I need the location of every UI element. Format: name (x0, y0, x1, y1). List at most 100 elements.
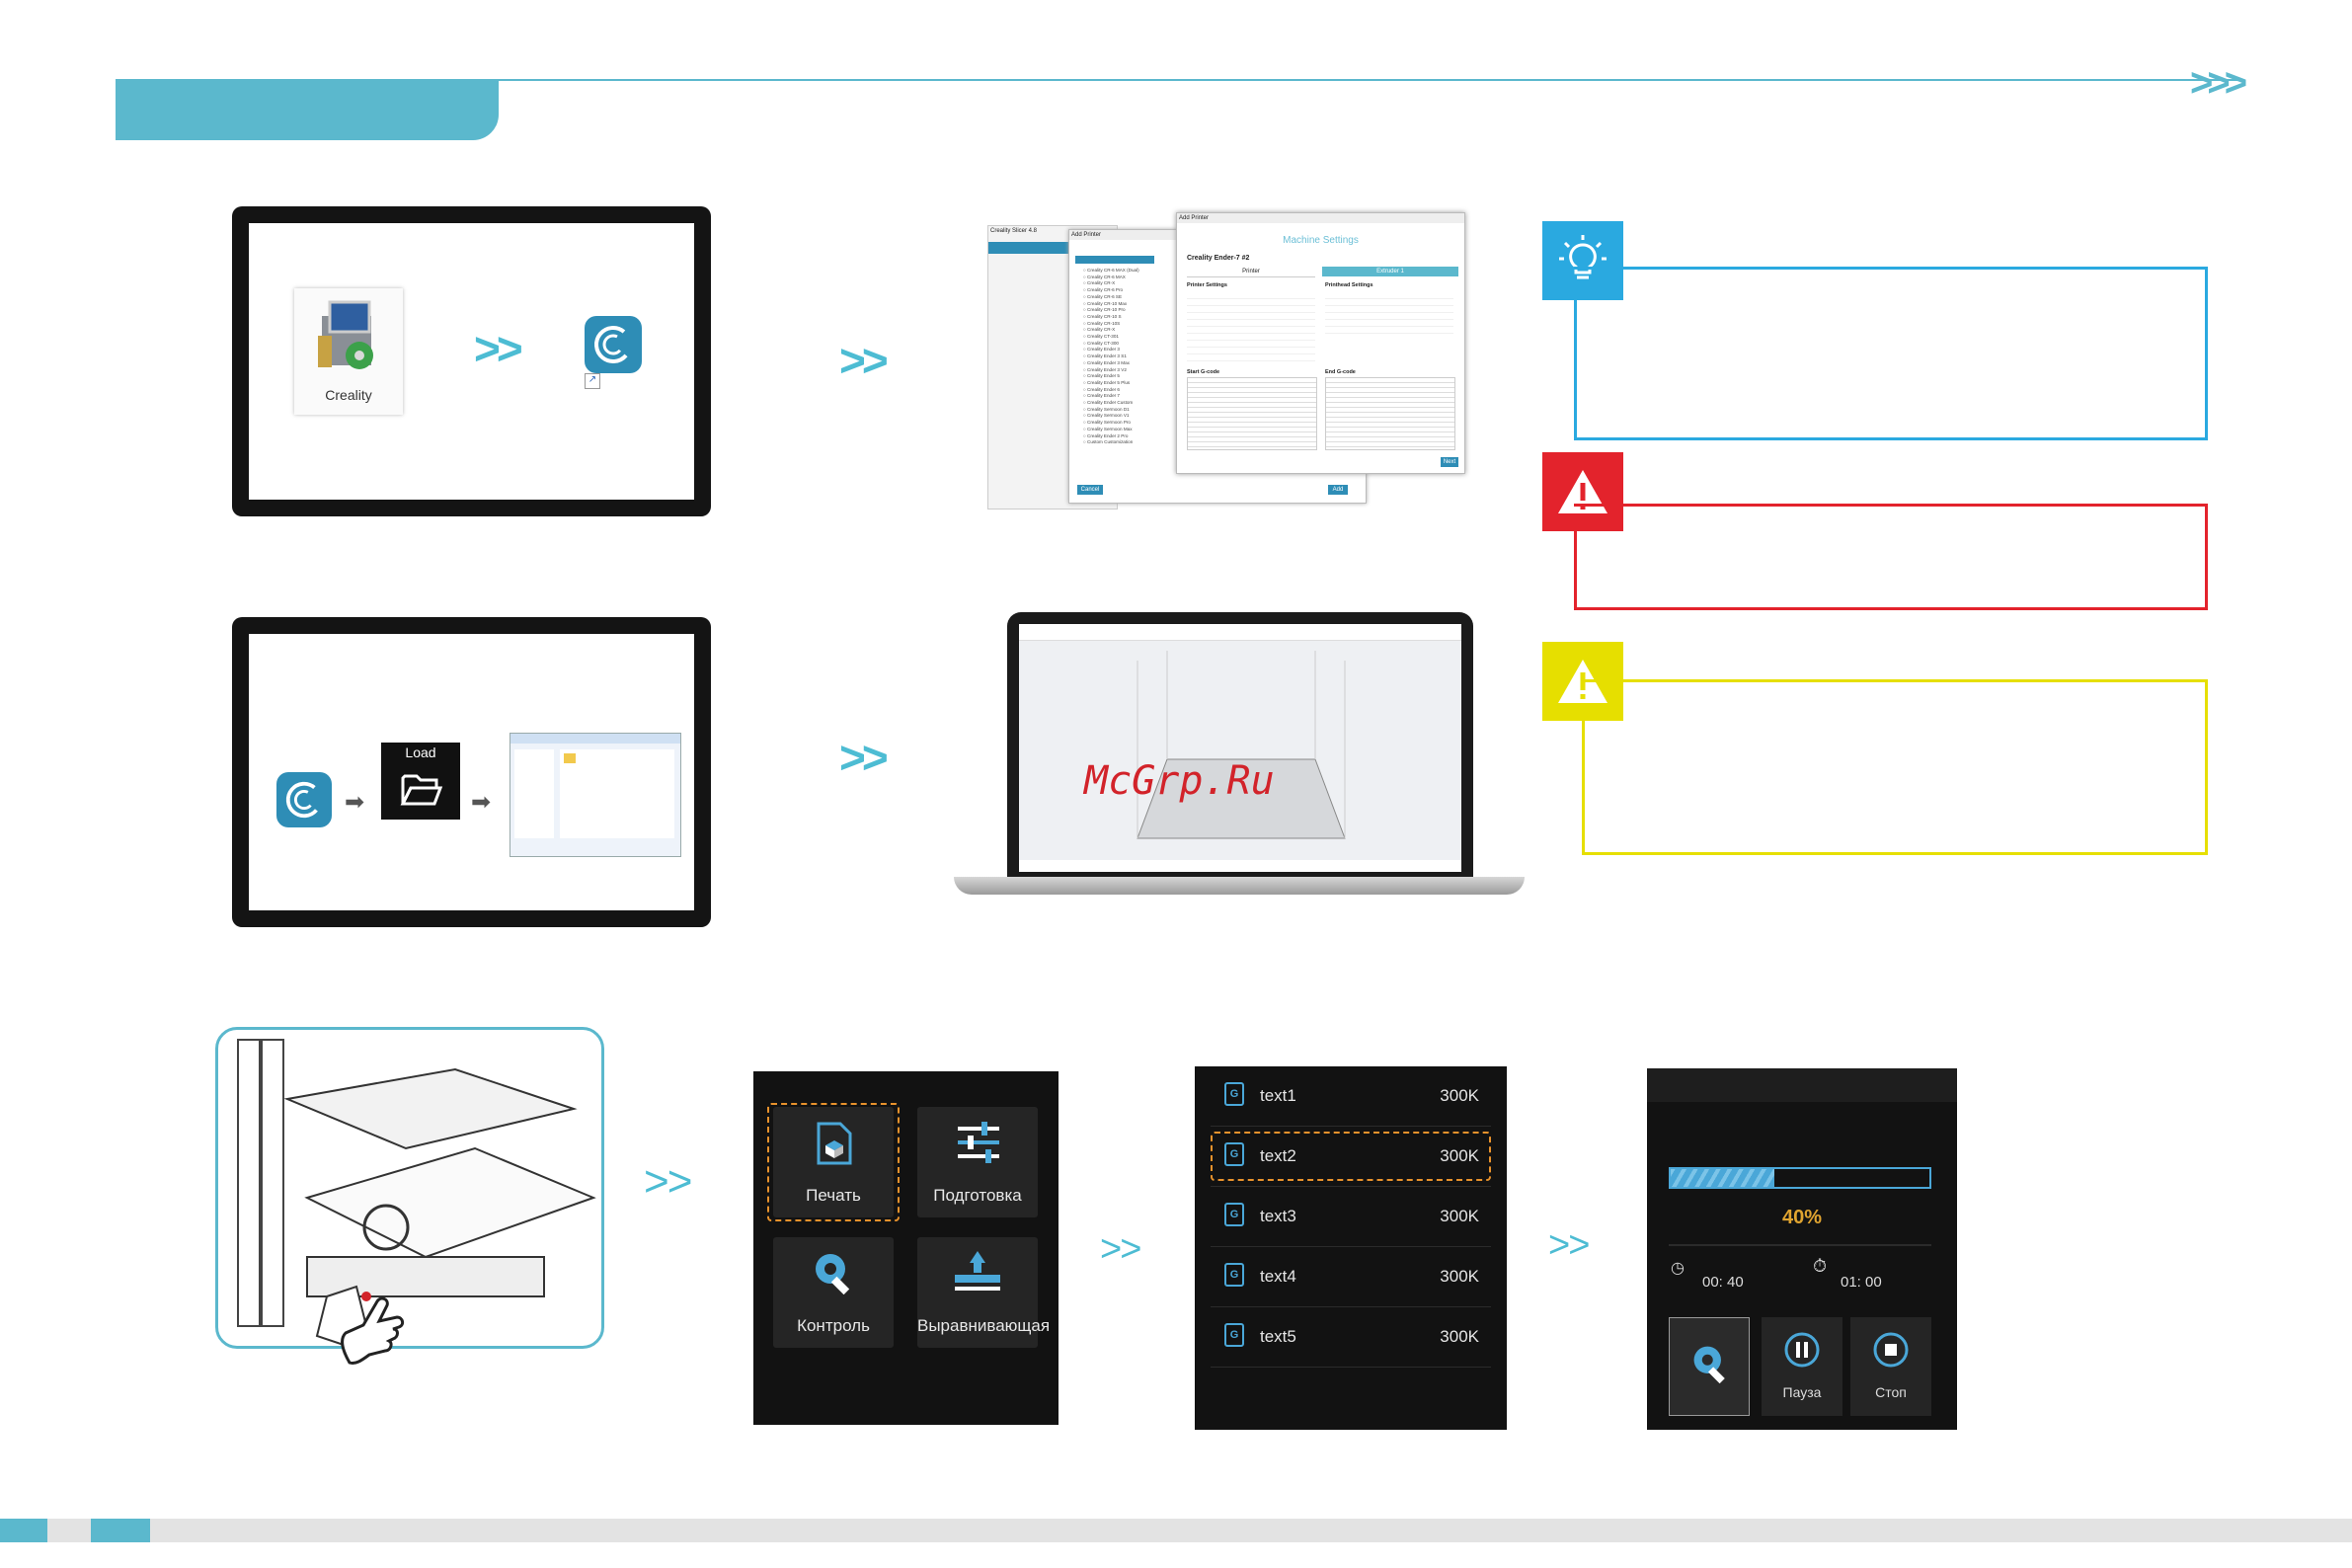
slicer-viewport (1019, 624, 1461, 872)
load-button[interactable]: Load (381, 743, 460, 820)
elapsed-time: 00: 40 (1702, 1274, 1744, 1291)
gcode-file-icon: G (1224, 1323, 1244, 1347)
printer-list-item[interactable]: ○ Creality Ender 3 Max (1083, 359, 1130, 365)
tab-printer[interactable]: Printer (1187, 267, 1315, 277)
control-tile[interactable]: Контроль (773, 1237, 894, 1348)
printer-list-item[interactable]: ○ Creality CR-6 Pro (1083, 287, 1124, 293)
step2-outer-arrow: >> (839, 732, 889, 783)
printer-list-item[interactable]: ○ Creality Ender 3 V2 (1083, 366, 1127, 372)
printer-list-item[interactable]: ○ Creality Sermoon D1 (1083, 406, 1130, 412)
load-label: Load (405, 745, 436, 760)
step1-outer-arrow: >> (839, 335, 889, 386)
printer-list[interactable]: ○ Creality CR-6 MAX (Dual)○ Creality CR-… (1083, 268, 1202, 446)
printer-drawing-icon (237, 1039, 596, 1346)
printer-settings-fields[interactable] (1187, 292, 1315, 363)
printer-list-item[interactable]: ○ Creality Ender 3 S1 (1083, 353, 1127, 359)
pause-icon (1784, 1332, 1820, 1368)
add-button[interactable]: Add (1328, 485, 1348, 495)
printer-list-item[interactable]: ○ Creality Ender Custom (1083, 400, 1134, 406)
warning-icon (1542, 452, 1623, 531)
pointing-hand-icon (330, 1274, 429, 1377)
printer-list-item[interactable]: ○ Creality CR-10 S (1083, 313, 1122, 319)
folder-open-icon (400, 774, 443, 806)
add-printer-header (1075, 256, 1154, 264)
start-gcode-editor[interactable] (1187, 377, 1317, 450)
gear-wrench-icon (1693, 1346, 1725, 1383)
gcode-file-icon: G (1224, 1203, 1244, 1226)
printer-list-item[interactable]: ○ Creality CR-10S (1083, 320, 1121, 326)
printer-list-item[interactable]: ○ Creality CR-6 MAX (1083, 274, 1126, 279)
printer-list-item[interactable]: ○ Creality CR-6 MAX (Dual) (1083, 268, 1139, 273)
file-dialog-files (560, 749, 674, 838)
printer-list-item[interactable]: ○ Creality Sermoon Max (1083, 426, 1133, 431)
timer-icon: ⏱ (1813, 1256, 1828, 1276)
printer-list-item[interactable]: ○ Creality CR-10 Pro (1083, 307, 1126, 313)
printer-list-item[interactable]: ○ Creality CR-X (1083, 280, 1116, 286)
printer-name: Creality Ender-7 #2 (1187, 255, 1250, 262)
creality-shortcut-icon[interactable]: ↗ (585, 316, 654, 391)
stop-label: Стоп (1875, 1384, 1907, 1400)
printhead-settings-fields[interactable] (1325, 292, 1453, 337)
progress-divider (1669, 1244, 1931, 1246)
file-name: text3 (1260, 1207, 1296, 1225)
file-size: 300K (1440, 1207, 1479, 1225)
next-button[interactable]: Next (1441, 457, 1458, 467)
printing-screen: 40% ◷ 00: 40 ⏱ 01: 00 Пауза Стоп (1647, 1068, 1957, 1430)
printer-list-item[interactable]: ○ Creality Ender 7 (1083, 393, 1120, 399)
header-rule (116, 79, 2238, 81)
tab-extruder[interactable]: Extruder 1 (1322, 267, 1458, 276)
printer-list-item[interactable]: ○ Creality CR-X (1083, 327, 1116, 333)
shortcut-arrow-icon: ↗ (585, 373, 600, 389)
gear-wrench-icon (816, 1254, 850, 1294)
printer-list-item[interactable]: ○ Custom Customization (1083, 439, 1134, 445)
pause-label: Пауза (1782, 1384, 1822, 1400)
file-name: text4 (1260, 1267, 1296, 1286)
printer-list-item[interactable]: ○ Creality Ender 6 (1083, 386, 1120, 392)
printer-list-item[interactable]: ○ Creality Sermoon Pro (1083, 420, 1131, 426)
printer-list-item[interactable]: ○ Creality Ender 5 (1083, 373, 1120, 379)
start-gcode-label: Start G-code (1187, 369, 1220, 375)
printer-ui-arrow-3: >> (1548, 1224, 1590, 1266)
file-size: 300K (1440, 1327, 1479, 1346)
file-size: 300K (1440, 1086, 1479, 1105)
machine-settings-dialog: Add Printer Machine Settings Creality En… (1176, 212, 1465, 474)
main-menu-screen: Печать Подготовка Контроль Выравнивающая (753, 1071, 1058, 1425)
printer-list-item[interactable]: ○ Creality CR-10 Max (1083, 300, 1128, 306)
level-tile[interactable]: Выравнивающая (917, 1237, 1050, 1348)
file-open-dialog[interactable] (510, 733, 681, 857)
printer-settings-label: Printer Settings (1187, 282, 1227, 288)
printer-list-item[interactable]: ○ Creality CT-300 (1083, 340, 1119, 346)
prepare-tile[interactable]: Подготовка (917, 1107, 1038, 1217)
tune-button[interactable] (1669, 1317, 1750, 1416)
warning-box-left (1574, 531, 1577, 610)
section-tab (116, 79, 499, 140)
creality-logo-icon (276, 772, 332, 827)
caution-box (1582, 679, 2208, 855)
selection-highlight (767, 1103, 900, 1221)
installer-label: Creality (325, 387, 372, 403)
printer-list-item[interactable]: ○ Creality Sermoon V1 (1083, 413, 1130, 419)
cancel-button[interactable]: Cancel (1077, 485, 1103, 495)
print-tile[interactable]: Печать (773, 1107, 894, 1217)
gcode-file-icon: G (1224, 1142, 1244, 1166)
footer-page-marker (0, 1519, 47, 1542)
pause-button[interactable]: Пауза (1762, 1317, 1842, 1416)
tip-icon (1542, 221, 1623, 300)
printing-header (1647, 1068, 1957, 1102)
printer-list-item[interactable]: ○ Creality CR-6 SE (1083, 293, 1123, 299)
stop-button[interactable]: Стоп (1850, 1317, 1931, 1416)
creality-app-icon[interactable] (276, 772, 334, 829)
printer-list-item[interactable]: ○ Creality Ender 5 Plus (1083, 379, 1131, 385)
flow-arrow-icon: ➡ (345, 789, 365, 816)
printer-list-item[interactable]: ○ Creality CT-301 (1083, 334, 1119, 340)
end-gcode-editor[interactable] (1325, 377, 1455, 450)
printer-list-item[interactable]: ○ Creality Ender 3 (1083, 347, 1120, 353)
leveling-icon (955, 1251, 1000, 1291)
printer-list-item[interactable]: ○ Creality Ender 2 Pro (1083, 432, 1129, 438)
watermark: McGrp.Ru (1084, 758, 1275, 804)
